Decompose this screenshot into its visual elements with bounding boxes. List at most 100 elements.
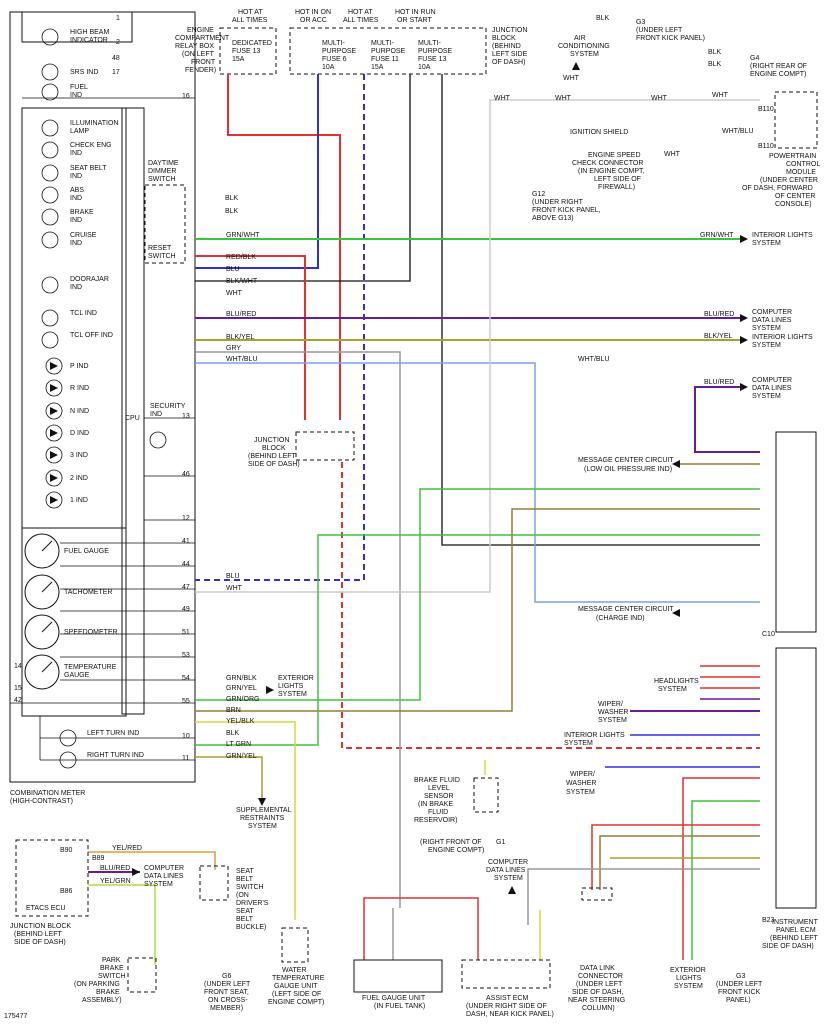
dlc-label-4: SIDE OF DASH, xyxy=(572,989,623,996)
wl-yelgrn-etacs: YEL/GRN xyxy=(100,878,131,885)
wl-gry-54: GRY xyxy=(226,345,241,352)
daytime-label-2: DIMMER xyxy=(148,168,176,175)
daytime-label-1: DAYTIME xyxy=(148,160,179,167)
dest-interior-1b: SYSTEM xyxy=(752,240,781,247)
g3-top-label-2: (UNDER LEFT xyxy=(636,27,683,34)
wl-wht-shield-a: WHT xyxy=(494,95,511,102)
wl-blured-51: BLU/RED xyxy=(226,311,256,318)
ipecm-label-3: (BEHIND LEFT xyxy=(770,935,819,942)
pin-54: 54 xyxy=(182,675,190,682)
sb-label-1: SEAT xyxy=(236,868,254,875)
tcl-label: TCL IND xyxy=(70,310,97,317)
wires xyxy=(88,74,760,965)
dest-computer-1c: SYSTEM xyxy=(752,325,781,332)
pin-46: 46 xyxy=(182,471,190,478)
g4-label-2: (RIGHT REAR OF xyxy=(750,63,807,70)
dest-msg-chg-2: (CHARGE IND) xyxy=(596,615,645,622)
hot-on-acc-label-2: OR ACC xyxy=(300,17,327,24)
wl-blk-41: BLK xyxy=(225,195,239,202)
wl-blk-g4b: BLK xyxy=(708,61,722,68)
pin-12: 12 xyxy=(182,515,190,522)
pcm-label-2: CONTROL xyxy=(786,161,820,168)
dest-wiper-1b: WASHER xyxy=(598,709,628,716)
jb-mid-1: JUNCTION xyxy=(254,437,289,444)
sb-label-2: BELT xyxy=(236,876,254,883)
wl-grnyel-17: GRN/YEL xyxy=(226,753,257,760)
dest-computer-1b: DATA LINES xyxy=(752,317,792,324)
bf-label-4: (IN BRAKE xyxy=(418,801,453,808)
meter-pins: 1 2 48 17 16 13 46 12 41 44 47 49 51 53 … xyxy=(14,15,190,762)
jbl-label-1: JUNCTION BLOCK xyxy=(10,923,71,930)
pin-1: 1 xyxy=(116,15,120,22)
g3-bottom-1: G3 xyxy=(736,973,745,980)
dest-msg-oil-2: (LOW OIL PRESSURE IND) xyxy=(584,466,672,473)
bottom-components: ETACS ECU JUNCTION BLOCK (BEHIND LEFT SI… xyxy=(10,777,763,1018)
g3-bottom-2: (UNDER LEFT xyxy=(716,981,763,988)
conn-b89: B89 xyxy=(92,855,105,862)
jb-mid-3: (BEHIND LEFT xyxy=(248,453,297,460)
wl-redblk-46: RED/BLK xyxy=(226,254,256,261)
pcm-pin-b110-b: B110 xyxy=(758,143,774,150)
wt-label-2: TEMPERATURE xyxy=(272,975,325,982)
hot-all-times-label-b2: ALL TIMES xyxy=(343,17,379,24)
g3-top-label-3: FRONT KICK PANEL) xyxy=(636,35,705,42)
mp-fuse11-3: FUSE 11 xyxy=(371,56,399,63)
left-turn-label: LEFT TURN IND xyxy=(87,730,139,737)
power-section: HOT AT ALL TIMES HOT IN ON OR ACC HOT AT… xyxy=(175,9,528,75)
ipecm-b23: B23 xyxy=(762,917,775,924)
dedicated-fuse-3: 15A xyxy=(232,56,245,63)
pin-44: 44 xyxy=(182,561,190,568)
mp-fuse13-3: FUSE 13 xyxy=(418,56,447,63)
r-ind-label: R IND xyxy=(70,385,89,392)
wl-grnorg-12: GRN/ORG xyxy=(226,696,259,703)
engine-box-3: RELAY BOX xyxy=(175,43,214,50)
comp-bottom-2: DATA LINES xyxy=(486,867,526,874)
wl-whtblu-55: WHT/BLU xyxy=(226,356,258,363)
pcm-label-1: POWERTRAIN xyxy=(769,153,816,160)
comp-bottom-1: COMPUTER xyxy=(488,859,528,866)
mp-fuse6-3: FUSE 6 xyxy=(322,56,347,63)
dest-interior-1: INTERIOR LIGHTS xyxy=(752,232,813,239)
illumination-label-2: LAMP xyxy=(70,128,89,135)
pin-55: 55 xyxy=(182,698,190,705)
engine-box-6: FENDER) xyxy=(185,67,216,74)
p-ind-label: P IND xyxy=(70,363,89,370)
tachometer-label: TACHOMETER xyxy=(64,589,112,596)
g6-label-4: ON CROSS- xyxy=(208,997,248,1004)
dest-exterior-1: EXTERIOR xyxy=(278,675,314,682)
esc-label-1: ENGINE SPEED xyxy=(588,152,641,159)
cpu-label: CPU xyxy=(125,415,140,422)
bf-label-2: LEVEL xyxy=(428,785,450,792)
pcm-label-4: (UNDER CENTER xyxy=(760,177,818,184)
dest-computer-2: COMPUTER xyxy=(752,377,792,384)
pin-42: 42 xyxy=(14,697,22,704)
park-label-6: ASSEMBLY) xyxy=(82,997,122,1004)
ac-label-1: AIR xyxy=(574,35,586,42)
engine-box-5: FRONT xyxy=(191,59,216,66)
meter-title: COMBINATION METER xyxy=(10,790,85,797)
assist-label-3: DASH, NEAR KICK PANEL) xyxy=(466,1011,554,1018)
esc-label-4: LEFT SIDE OF xyxy=(594,176,641,183)
one-ind-label: 1 IND xyxy=(70,497,88,504)
pin-48: 48 xyxy=(112,55,120,62)
g4-label-3: ENGINE COMPT) xyxy=(750,71,806,78)
pcm-label-3: MODULE xyxy=(786,169,816,176)
combination-meter: CPU HIGH BEAM INDICATOR SRS IND FUEL IND… xyxy=(9,11,196,805)
mp-fuse11-1: MULTI- xyxy=(371,40,394,47)
hot-run-label: HOT IN RUN xyxy=(395,9,436,16)
brake-label: BRAKE xyxy=(70,209,94,216)
wl-blk-15: BLK xyxy=(226,730,240,737)
mp-fuse13-4: 10A xyxy=(418,64,431,71)
sb-label-3: SWITCH xyxy=(236,884,264,891)
dest-supp-3: SYSTEM xyxy=(248,823,277,830)
bf-label-1: BRAKE FLUID xyxy=(414,777,460,784)
jbl-label-3: SIDE OF DASH) xyxy=(14,939,66,946)
check-eng-label-2: IND xyxy=(70,150,82,157)
g4-label: G4 xyxy=(750,55,759,62)
etacs-comp-2: DATA LINES xyxy=(144,873,184,880)
security-label-2: IND xyxy=(150,411,162,418)
figure-id: 175477 xyxy=(4,1013,27,1020)
seat-belt-label: SEAT BELT xyxy=(70,165,107,172)
fg-label-2: (IN FUEL TANK) xyxy=(374,1003,425,1010)
